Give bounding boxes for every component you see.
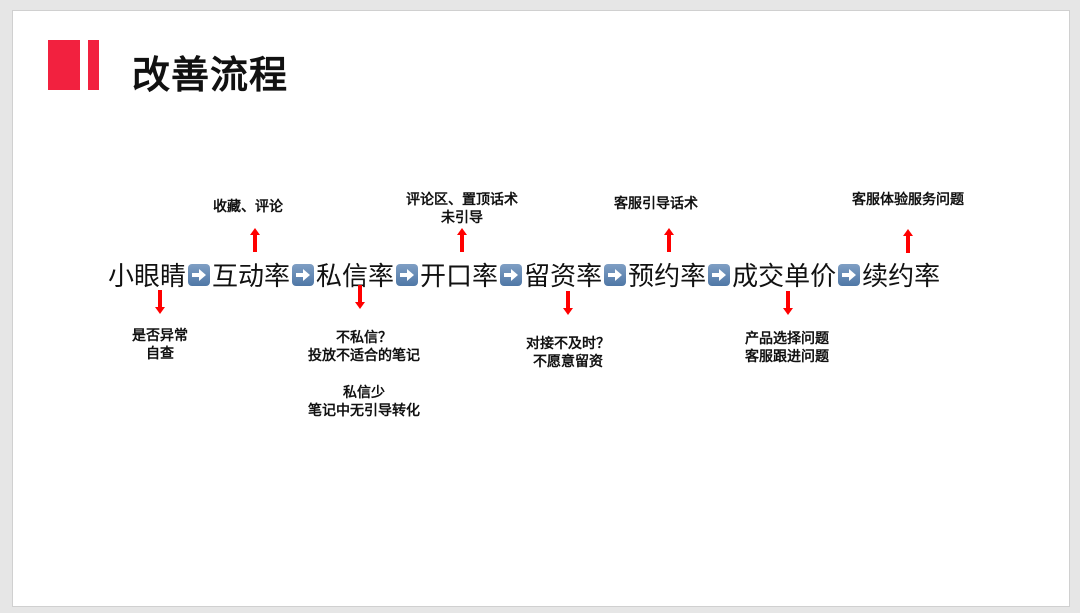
red-down-arrow-icon: [155, 290, 165, 314]
right-arrow-icon: [292, 263, 315, 286]
annotation-line: 自查: [146, 346, 174, 362]
annotation-line: 不愿意留资: [533, 354, 603, 370]
annotation-line: 不私信？: [336, 330, 392, 346]
slide: [12, 10, 1070, 607]
red-up-arrow-icon: [903, 229, 913, 253]
annotation-line: 笔记中无引导转化: [308, 403, 420, 419]
right-arrow-icon: [396, 263, 419, 286]
right-arrow-icon: [708, 263, 731, 286]
annotation-line: 投放不适合的笔记: [308, 348, 420, 364]
red-up-arrow-icon: [664, 228, 674, 252]
right-arrow-icon: [188, 263, 211, 286]
flow-step: 互动率: [212, 262, 291, 292]
annotation-above: 客服引导话术: [614, 195, 698, 213]
annotation-line: 是否异常: [132, 328, 188, 344]
flow-step: 小眼睛: [108, 262, 187, 292]
annotation-line: 客服跟进问题: [745, 349, 829, 365]
annotation-line: 评论区、置顶话术: [406, 192, 518, 208]
flow-step: 私信率: [316, 262, 395, 292]
annotation-line: 收藏、评论: [213, 199, 283, 215]
annotation-below: 对接不及时？ 不愿意留资: [526, 335, 610, 371]
right-arrow-icon: [838, 263, 861, 286]
process-flow: 小眼睛 互动率 私信率 开口率 留资率 预约率 成交单价 续约率: [108, 256, 940, 293]
annotation-below: 产品选择问题客服跟进问题: [745, 330, 829, 366]
red-down-arrow-icon: [355, 285, 365, 309]
annotation-below: 是否异常自查: [132, 327, 188, 363]
right-arrow-icon: [500, 263, 523, 286]
flow-step: 成交单价: [732, 262, 837, 292]
annotation-line: 私信少: [343, 385, 385, 401]
red-up-arrow-icon: [457, 228, 467, 252]
annotation-line: 对接不及时？: [526, 336, 610, 352]
flow-step: 开口率: [420, 262, 499, 292]
title-accent-bar-small: [88, 40, 99, 90]
flow-step: 留资率: [524, 262, 603, 292]
annotation-line: 客服体验服务问题: [852, 192, 964, 208]
red-up-arrow-icon: [250, 228, 260, 252]
annotation-above: 评论区、置顶话术未引导: [406, 191, 518, 227]
annotation-line: 产品选择问题: [745, 331, 829, 347]
annotation-below: 私信少笔记中无引导转化: [308, 384, 420, 420]
right-arrow-icon: [604, 263, 627, 286]
slide-title: 改善流程: [132, 53, 289, 97]
red-down-arrow-icon: [783, 291, 793, 315]
annotation-line: 客服引导话术: [614, 196, 698, 212]
title-accent-bar-large: [48, 40, 80, 90]
flow-step: 续约率: [862, 262, 941, 292]
red-down-arrow-icon: [563, 291, 573, 315]
annotation-below: 不私信？ 投放不适合的笔记: [308, 329, 420, 365]
annotation-above: 客服体验服务问题: [852, 191, 964, 209]
annotation-line: 未引导: [441, 210, 483, 226]
annotation-above: 收藏、评论: [213, 198, 283, 216]
flow-step: 预约率: [628, 262, 707, 292]
